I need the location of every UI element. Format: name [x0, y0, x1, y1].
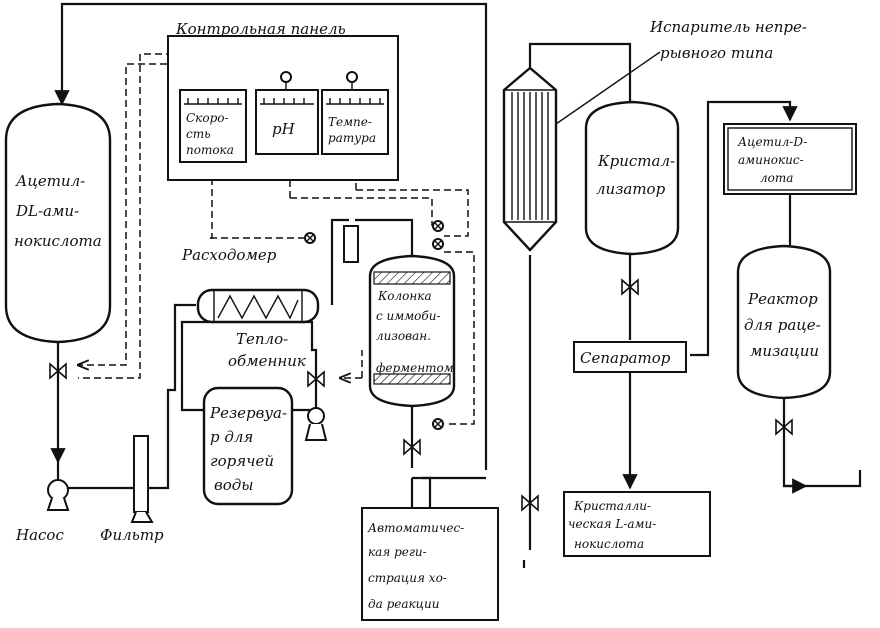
- racemization-label-2: для раце-: [744, 316, 821, 334]
- flowmeter-label: Расходомер: [181, 246, 277, 264]
- racemization-label-3: мизации: [750, 342, 819, 360]
- hot-water-tank-label-1: Резервуа-: [209, 404, 287, 422]
- hot-water-pump-icon: [304, 407, 328, 441]
- separator-label: Сепаратор: [580, 349, 671, 367]
- product-label-2: ческая L-ами-: [568, 517, 656, 531]
- control-panel-label: Контрольная панель: [175, 20, 346, 38]
- hot-water-tank-label-4: воды: [214, 476, 254, 494]
- d-amino-acid-box: Ацетил-D- аминокис- лота: [723, 123, 857, 195]
- recorder-label-4: да реакции: [368, 597, 440, 611]
- recorder-label-1: Автоматичес-: [367, 521, 464, 535]
- d-amino-label-1: Ацетил-D-: [737, 135, 807, 149]
- hot-water-valve-icon: [307, 370, 325, 388]
- racemization-label-1: Реактор: [747, 290, 818, 308]
- crystallizer-label-1: Кристал-: [597, 152, 675, 170]
- crystallizer: Кристал- лизатор: [584, 100, 680, 256]
- flowmeter-icon: [343, 225, 359, 263]
- heat-exchanger-label-2: обменник: [228, 352, 306, 370]
- column-label-4: ферментом: [376, 361, 454, 375]
- feed-valve-icon: [49, 362, 67, 380]
- filter-icon: [130, 435, 154, 523]
- evaporator-label-1: Испаритель непре-: [649, 18, 807, 36]
- temperature-label-2: ратура: [328, 131, 376, 145]
- crystallizer-label-2: лизатор: [596, 180, 666, 198]
- recorder-box: Автоматичес- кая реги- страция хо- да ре…: [361, 507, 499, 621]
- racemization-reactor: Реактор для раце- мизации: [736, 244, 832, 400]
- filter-label: Фильтр: [100, 526, 164, 544]
- ph-label: pH: [272, 120, 296, 138]
- pump-label: Насос: [15, 526, 64, 544]
- reactor-valve-icon: [775, 418, 793, 436]
- enzyme-column: Колонка с иммоби- лизован. ферментом: [368, 254, 456, 408]
- flow-rate-gauge: Скоро- сть потока: [179, 89, 247, 163]
- hot-water-tank-label-2: р для: [210, 428, 253, 446]
- product-box: Кристалли- ческая L-ами- нокислота: [563, 491, 711, 557]
- flow-rate-label-1: Скоро-: [186, 111, 229, 125]
- product-label-3: нокислота: [574, 537, 644, 551]
- flow-rate-label-3: потока: [186, 143, 234, 157]
- d-amino-label-3: лота: [760, 171, 793, 185]
- recorder-label-3: страция хо-: [368, 571, 447, 585]
- column-label-1: Колонка: [377, 289, 432, 303]
- process-lines: [50, 2, 862, 568]
- crystallizer-valve-icon: [621, 278, 639, 296]
- temperature-label-1: Темпе-: [328, 115, 372, 129]
- evaporator: Испаритель непре- рывного типа: [502, 18, 807, 252]
- flow-rate-label-2: сть: [186, 127, 211, 141]
- evaporator-label-2: рывного типа: [660, 44, 773, 62]
- recorder-label-2: кая реги-: [368, 545, 427, 559]
- evaporator-valve-icon: [521, 494, 539, 512]
- feed-tank-label-2: DL-ами-: [15, 202, 79, 220]
- heat-exchanger-label-1: Тепло-: [236, 330, 288, 348]
- feed-tank-label-3: нокислота: [14, 232, 102, 250]
- hot-water-tank-label-3: горячей: [210, 452, 274, 470]
- control-valve-icon: [304, 220, 444, 430]
- separator-box: Сепаратор: [573, 341, 687, 373]
- d-amino-label-2: аминокис-: [738, 153, 804, 167]
- feed-tank-label-1: Ацетил-: [15, 172, 85, 190]
- hot-water-tank: Резервуа- р для горячей воды: [202, 386, 294, 506]
- control-panel: Контрольная панель Скоро- сть потока pH …: [167, 20, 399, 181]
- feed-tank: Ацетил- DL-ами- нокислота: [4, 102, 112, 344]
- column-outlet-valve-icon: [403, 438, 421, 456]
- ph-gauge: pH: [255, 71, 319, 155]
- pump-icon: [46, 479, 70, 511]
- temperature-gauge: Темпе- ратура: [321, 71, 389, 155]
- column-label-3: лизован.: [376, 329, 431, 343]
- heat-exchanger: Тепло- обменник: [196, 288, 320, 370]
- column-label-2: с иммоби-: [376, 309, 441, 323]
- product-label-1: Кристалли-: [573, 499, 651, 513]
